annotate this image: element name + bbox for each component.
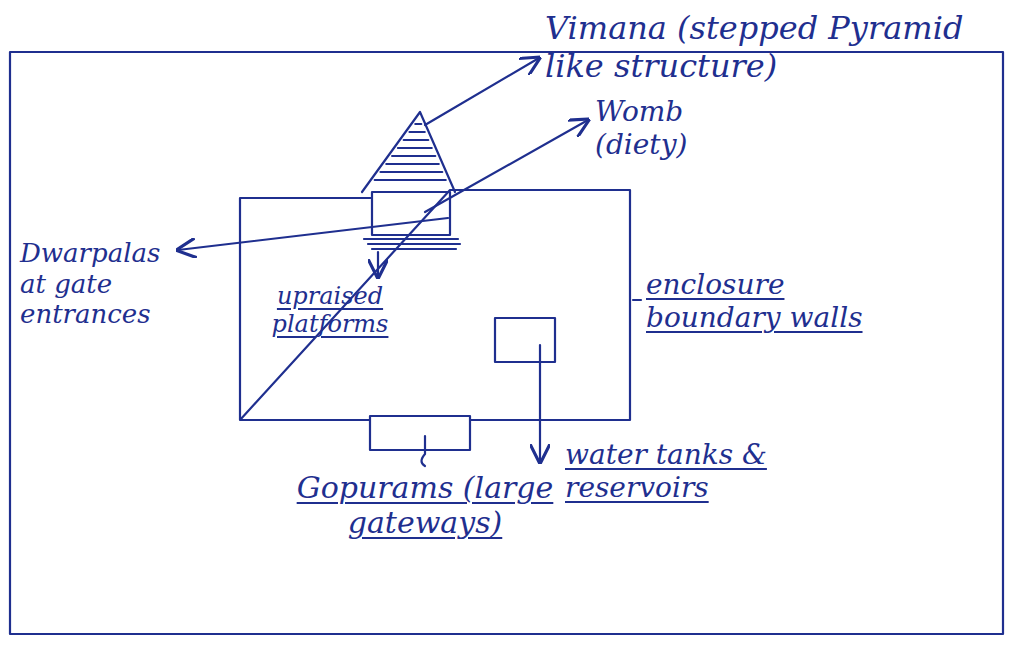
platform-label: upraised platforms xyxy=(262,282,398,339)
platform-lines xyxy=(364,239,460,249)
vimana-outline xyxy=(362,112,455,192)
gopuram-gateway xyxy=(370,416,470,450)
vimana-step xyxy=(386,163,438,165)
enclosure-label: enclosure boundary walls xyxy=(646,268,876,334)
gopuram-label: Gopurams (large gateways) xyxy=(230,470,620,541)
leader-arrow xyxy=(377,252,379,277)
vimana-step xyxy=(381,171,443,173)
vimana-step xyxy=(392,155,435,157)
womb-label: Womb (diety) xyxy=(595,95,760,161)
vimana-step xyxy=(398,147,432,149)
vimana-step xyxy=(410,131,425,133)
leader-arrow xyxy=(425,120,588,212)
leader-line xyxy=(422,436,426,466)
vimana-step xyxy=(375,179,446,181)
enclosure-wall xyxy=(240,190,630,420)
leader-arrow xyxy=(425,58,539,125)
vimana-step xyxy=(415,123,421,125)
vimana-steps xyxy=(375,124,446,180)
vimana-label: Vimana (stepped Pyramid like structure) xyxy=(545,10,965,86)
dwarpalas-label: Dwarpalas at gate entrances xyxy=(20,238,172,330)
page-frame xyxy=(10,52,1003,634)
leader-arrow xyxy=(539,345,541,462)
water-tank-label: water tanks & reservoirs xyxy=(565,438,845,504)
womb-chamber xyxy=(372,192,450,235)
vimana-step xyxy=(404,139,429,141)
leader-arrow xyxy=(178,218,448,250)
water-tank xyxy=(495,318,555,362)
leader-dash xyxy=(633,299,641,301)
